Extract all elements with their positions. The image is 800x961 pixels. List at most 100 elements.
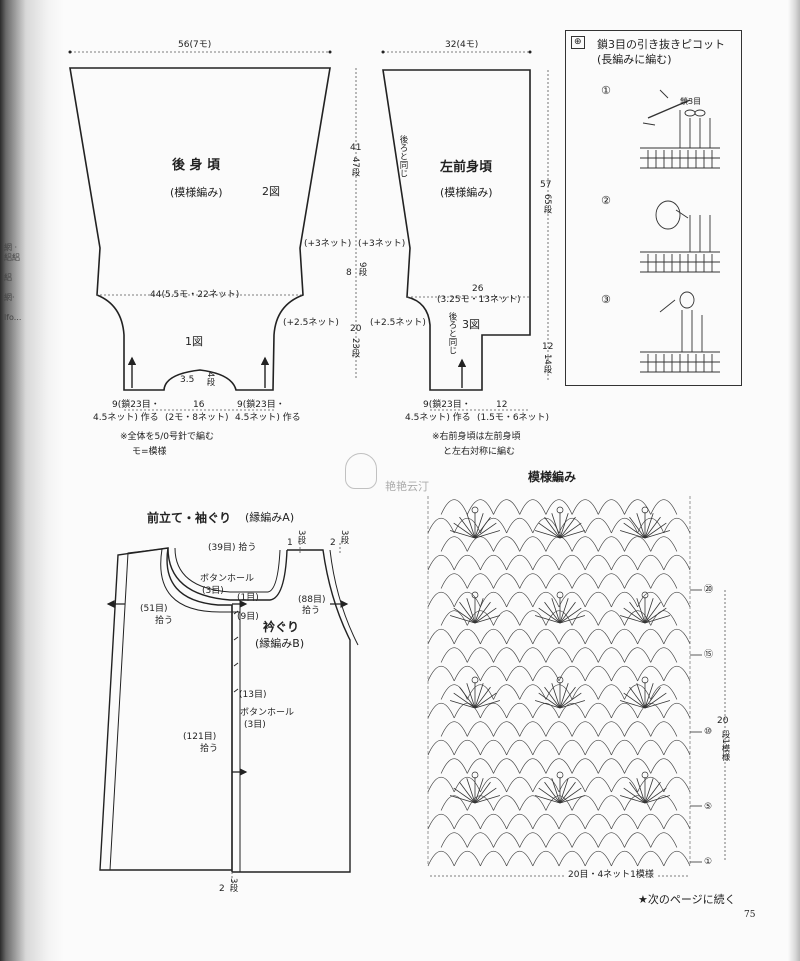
front-bottom-left-bottom: 4.5ネット) 作る — [405, 413, 471, 423]
chain-arch — [519, 684, 547, 700]
front-side-label: 後ろと同じ — [398, 135, 408, 178]
chain-arch — [532, 665, 560, 682]
chain-arch — [637, 517, 665, 534]
chain-arch — [637, 665, 665, 682]
chain-arch — [493, 795, 521, 811]
chain-arch — [571, 795, 599, 811]
chain-arch — [493, 758, 521, 774]
chain-arch — [427, 702, 455, 719]
chain-arch — [480, 591, 507, 608]
chain-arch — [493, 499, 521, 515]
edging-pick-88-b: 拾う — [302, 606, 321, 616]
back-bottom-mid-top: 16 — [193, 400, 205, 410]
chain-arch — [453, 591, 481, 608]
front-lower-left: (+2.5ネット) — [370, 318, 426, 328]
chain-arch — [584, 628, 612, 645]
chain-arch — [532, 739, 560, 756]
chain-arch — [427, 628, 455, 645]
back-lower-rows: 23段 — [350, 338, 360, 358]
chain-arch — [519, 499, 547, 515]
chain-arch — [480, 665, 507, 682]
chain-arch — [558, 702, 586, 719]
chain-arch — [506, 591, 534, 608]
chain-arch — [453, 665, 481, 682]
chain-arch — [558, 517, 586, 534]
back-bottom-right-bottom: 4.5ネット) 作る — [235, 413, 301, 423]
front-length-rows: 65段 — [542, 194, 552, 214]
fan-motif — [534, 591, 586, 624]
edging-buttonhole-top: ボタンホール — [200, 574, 255, 584]
chain-arch — [597, 758, 625, 774]
chain-arch — [584, 850, 612, 867]
chain-arch — [650, 647, 678, 663]
fan-motif — [619, 676, 671, 709]
chain-arch — [624, 536, 652, 552]
chart-bottom-label: 20目・4ネット1模様 — [565, 870, 657, 881]
gutter-text: 網 ·絽絽絽網·lfo... — [4, 243, 22, 322]
fan-motif — [619, 506, 671, 539]
chain-arch — [637, 850, 665, 867]
chain-arch — [545, 647, 573, 663]
chain-arch — [506, 813, 534, 830]
chain-arch — [480, 628, 507, 645]
chain-arch — [519, 758, 547, 774]
chain-arch — [597, 684, 625, 700]
chain-arch — [558, 850, 586, 867]
chain-arch — [650, 832, 678, 848]
chain-arch — [519, 647, 547, 663]
front-pattern: (模様編み) — [440, 186, 493, 199]
edging-buttonhole-top-count: (3目) — [202, 586, 224, 596]
chain-arch — [506, 517, 534, 534]
chain-arch — [611, 850, 638, 867]
chain-arch — [571, 499, 599, 515]
chain-arch — [584, 739, 612, 756]
chain-arch — [453, 517, 481, 534]
chain-arch — [624, 573, 652, 589]
chain-arch — [663, 739, 691, 756]
front-note1: ※右前身頃は左前身頃 — [432, 432, 521, 442]
chain-arch — [480, 776, 507, 793]
chain-arch — [571, 758, 599, 774]
chain-arch — [663, 517, 691, 534]
front-title: 左前身頃 — [440, 160, 493, 175]
front-length: 57 — [540, 180, 552, 190]
chain-arch — [663, 850, 691, 867]
pattern-chart-grid — [427, 496, 702, 867]
front-bottom-right-bottom: (1.5モ・6ネット) — [477, 413, 550, 423]
back-armhole: 8 — [346, 268, 352, 278]
chain-arch — [637, 554, 665, 571]
back-lower-length: 20 — [350, 324, 362, 334]
chain-arch — [480, 702, 507, 719]
fan-motif — [619, 591, 671, 624]
chain-arch — [493, 684, 521, 700]
legend-step1-illustration — [640, 89, 720, 169]
chain-arch — [506, 850, 534, 867]
chain-arch — [637, 591, 665, 608]
edging-pick-39: (39目) 拾う — [208, 543, 257, 553]
front-bottom-length: 12 — [542, 342, 554, 352]
chain-arch — [584, 591, 612, 608]
fan-motif — [534, 506, 586, 539]
front-mid-width-detail: (3.25モ・13ネット) — [437, 295, 521, 305]
chain-arch — [571, 684, 599, 700]
chain-arch — [597, 610, 625, 626]
edging-buttonhole-mid: ボタンホール — [240, 708, 295, 718]
chain-arch — [663, 776, 691, 793]
legend-step1: ① — [601, 84, 611, 97]
chain-arch — [558, 628, 586, 645]
chain-arch — [558, 591, 586, 608]
chain-arch — [532, 591, 560, 608]
chain-arch — [571, 573, 599, 589]
chain-arch — [611, 628, 638, 645]
chain-arch — [624, 499, 652, 515]
chain-arch — [584, 665, 612, 682]
chain-arch — [493, 536, 521, 552]
chain-arch — [519, 536, 547, 552]
chain-arch — [466, 499, 494, 515]
front-bottom-right-top: 12 — [496, 400, 508, 410]
chain-arch — [519, 832, 547, 848]
chain-arch — [545, 499, 573, 515]
chain-arch — [519, 795, 547, 811]
chain-arch — [427, 554, 455, 571]
